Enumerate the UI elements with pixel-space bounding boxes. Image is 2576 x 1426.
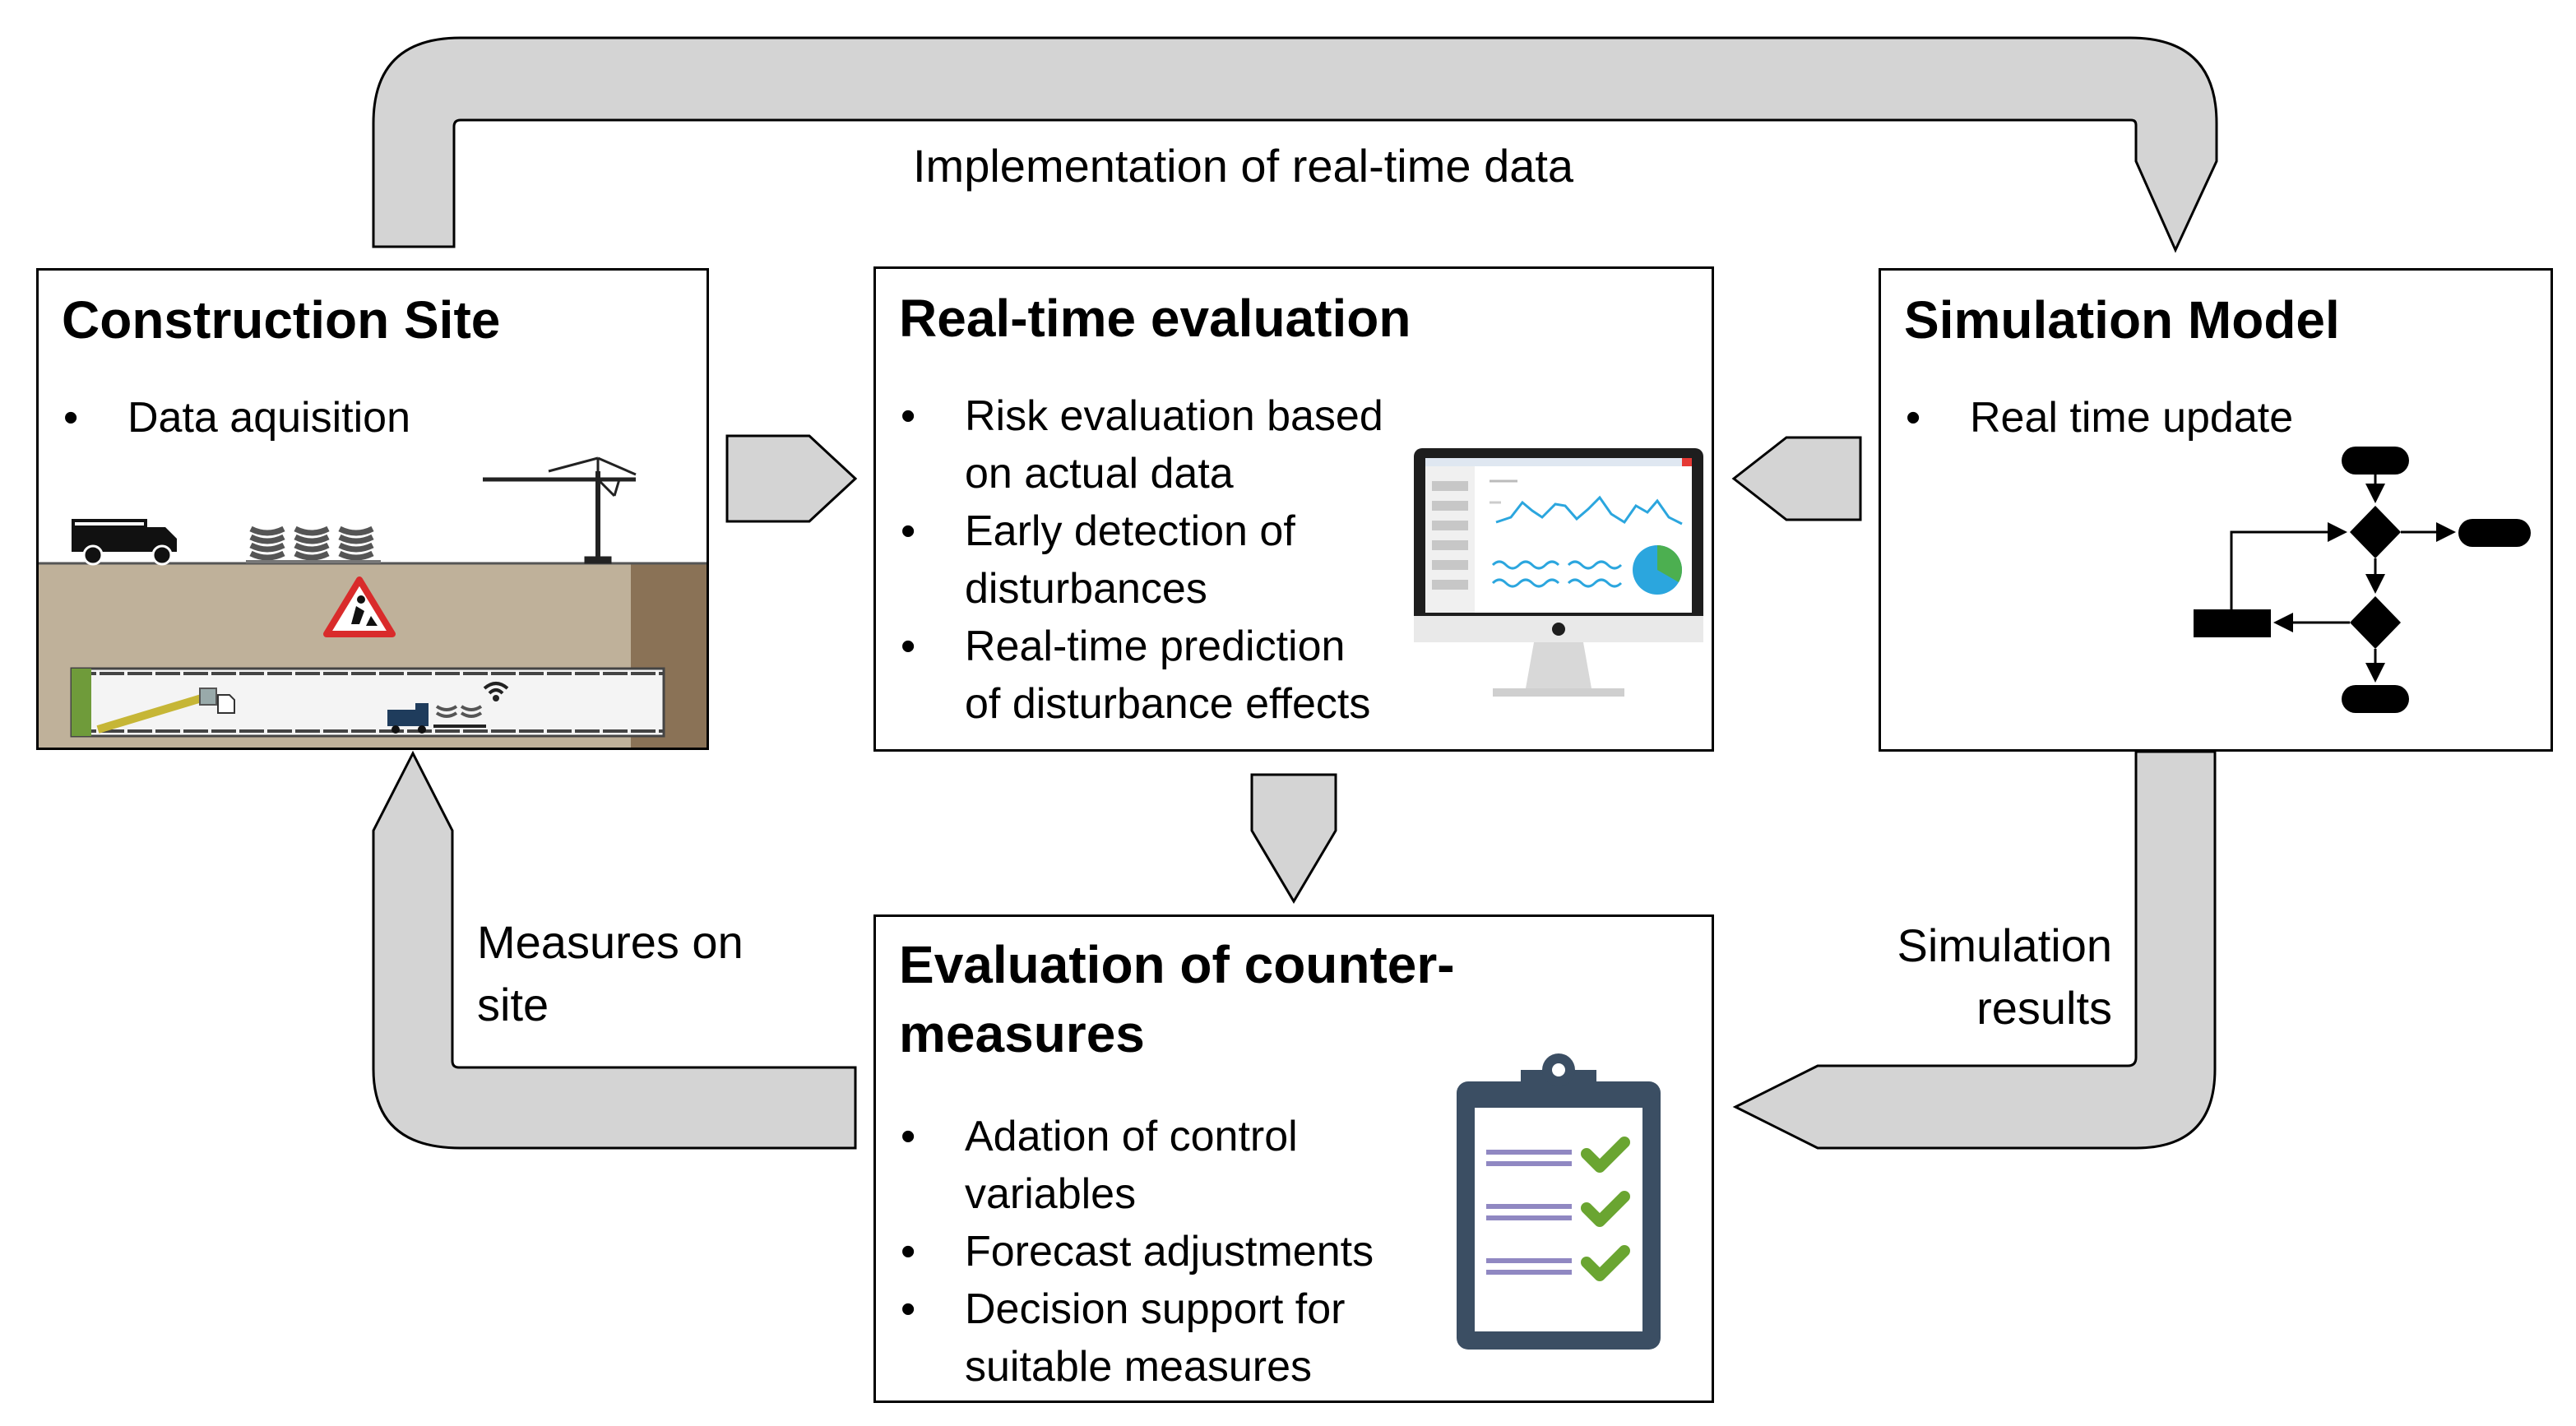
- bullet-realtime-prediction: Real-time prediction of disturbance effe…: [901, 618, 1383, 733]
- construction-site-box: Construction Site Data aquisition: [36, 268, 709, 750]
- arrow-simulation-to-evaluation: [1731, 436, 1862, 521]
- label-measures-line2: site: [477, 979, 549, 1030]
- flowchart-icon: [2194, 447, 2531, 713]
- bullet-prediction-line1: Real-time prediction: [965, 623, 1346, 670]
- bullet-data-acquisition: Data aquisition: [63, 389, 410, 447]
- arrow-measures-loop: [372, 750, 857, 1150]
- monitor-dashboard-icon: [1414, 448, 1703, 697]
- label-measures-on-site: Measures on site: [477, 911, 744, 1036]
- realtime-evaluation-box: Real-time evaluation Risk evaluation bas…: [873, 266, 1714, 752]
- construction-site-bullets: Data aquisition: [63, 389, 410, 447]
- bullet-risk-line1: Risk evaluation based: [965, 392, 1383, 440]
- label-simulation-results: Simulation results: [1809, 914, 2112, 1039]
- countermeasures-title-line2: measures: [899, 1004, 1145, 1063]
- arrow-simulation-results-loop: [1732, 750, 2217, 1150]
- bullet-decision-support: Decision support for suitable measures: [901, 1280, 1374, 1396]
- bullet-decision-line2: suitable measures: [965, 1343, 1312, 1391]
- bullet-early-detection: Early detection of disturbances: [901, 502, 1383, 618]
- countermeasures-bullets: Adation of control variables Forecast ad…: [901, 1108, 1374, 1396]
- simulation-model-title: Simulation Model: [1904, 290, 2340, 350]
- bullet-realtime-update: Real time update: [1906, 389, 2293, 447]
- label-simulation-line2: results: [1976, 982, 2112, 1034]
- construction-site-title: Construction Site: [62, 290, 501, 350]
- arrow-top-loop: [372, 36, 2218, 253]
- countermeasures-title-line1: Evaluation of counter-: [899, 935, 1455, 994]
- realtime-evaluation-title: Real-time evaluation: [899, 289, 1411, 348]
- bullet-prediction-line2: of disturbance effects: [965, 680, 1371, 728]
- clipboard-checklist-icon: [1457, 1053, 1661, 1350]
- segment-stack-icon: [246, 525, 381, 563]
- label-realtime-data: Implementation of real-time data: [913, 140, 1574, 192]
- bullet-early-line2: disturbances: [965, 565, 1207, 613]
- countermeasures-title: Evaluation of counter- measures: [899, 930, 1455, 1068]
- label-measures-line1: Measures on: [477, 916, 744, 968]
- simulation-model-box: Simulation Model Real time update: [1879, 268, 2553, 752]
- construction-site-illustration: [39, 456, 707, 748]
- construction-warning-icon: [323, 576, 396, 637]
- bullet-control-variables: Adation of control variables: [901, 1108, 1374, 1223]
- tunnel-icon: [70, 667, 665, 738]
- dump-truck-icon: [72, 519, 177, 566]
- simulation-model-bullets: Real time update: [1906, 389, 2293, 447]
- bullet-forecast-line1: Forecast adjustments: [965, 1228, 1374, 1276]
- crane-icon: [483, 456, 637, 564]
- arrow-evaluation-to-countermeasures: [1250, 773, 1337, 904]
- bullet-control-line2: variables: [965, 1170, 1137, 1218]
- bullet-risk-line2: on actual data: [965, 450, 1234, 498]
- arrow-site-to-evaluation: [725, 434, 858, 523]
- bullet-control-line1: Adation of control: [965, 1113, 1298, 1160]
- realtime-evaluation-bullets: Risk evaluation based on actual data Ear…: [901, 387, 1383, 733]
- bullet-forecast-adjustments: Forecast adjustments: [901, 1223, 1374, 1280]
- bullet-risk-evaluation: Risk evaluation based on actual data: [901, 387, 1383, 502]
- bullet-decision-line1: Decision support for: [965, 1285, 1346, 1333]
- bullet-early-line1: Early detection of: [965, 507, 1295, 555]
- label-simulation-line1: Simulation: [1897, 919, 2112, 971]
- countermeasures-box: Evaluation of counter- measures Adation …: [873, 914, 1714, 1403]
